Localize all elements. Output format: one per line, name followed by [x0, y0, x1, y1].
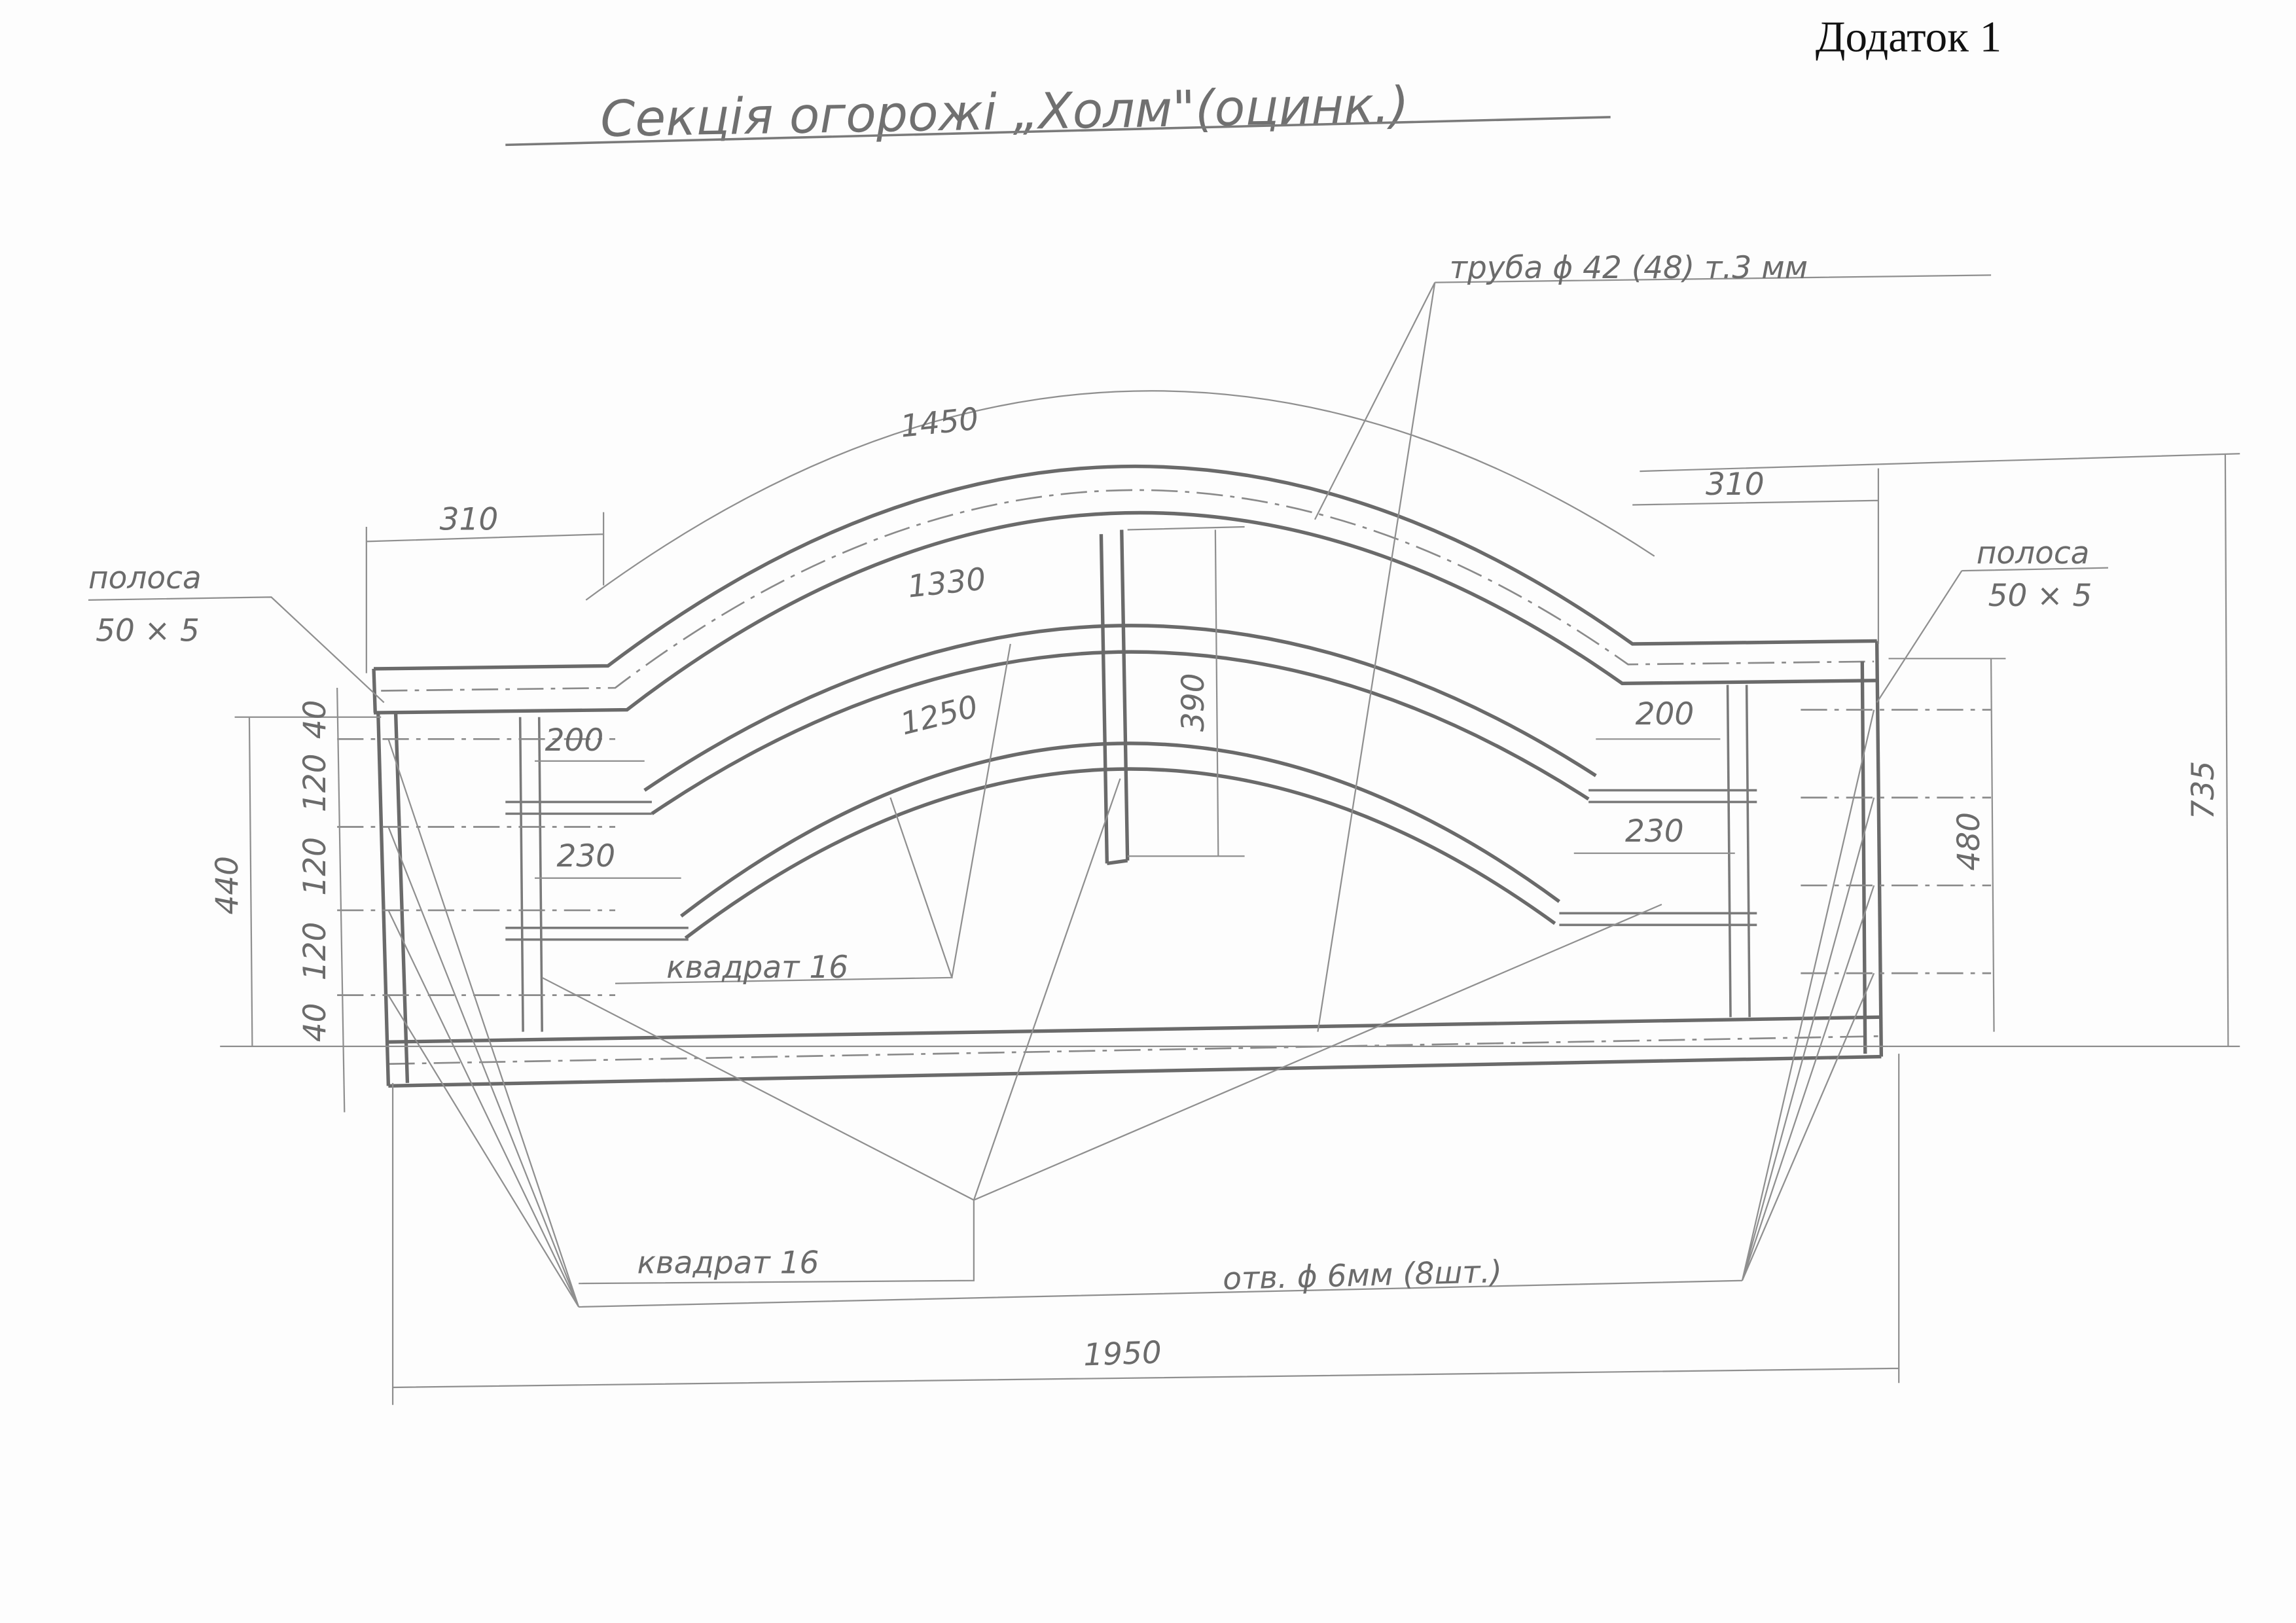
dim-arc-1450: 1450: [899, 401, 980, 445]
appendix-label: Додаток 1: [1816, 12, 2001, 61]
arch-bar-inner: [505, 741, 1757, 941]
dim-top-left-310: 310: [440, 502, 499, 538]
dim-center-390: 390: [1175, 673, 1211, 732]
square-upper-label: квадрат 16: [666, 950, 848, 986]
dim-left-230: 230: [557, 838, 616, 874]
arch-bar-middle: [505, 624, 1757, 815]
dimension-lines: [220, 390, 2240, 1405]
dim-480: 480: [1951, 812, 1987, 871]
dim-arc-1250: 1250: [897, 688, 981, 742]
dim-spacing-3: 120: [297, 922, 333, 981]
hole-centerlines: [337, 709, 1992, 996]
bottom-pipe: [388, 1015, 1882, 1088]
dim-right-230: 230: [1625, 813, 1684, 849]
dim-spacing-2: 120: [297, 837, 333, 896]
dim-total-735: 735: [2185, 761, 2221, 820]
posts: [372, 529, 1884, 1086]
strip-left-size: 50 × 5: [96, 613, 200, 649]
top-pipe: [373, 464, 1877, 715]
strip-left-label: полоса: [88, 560, 202, 596]
dim-right-200: 200: [1636, 696, 1695, 732]
dim-spacing-1: 120: [297, 753, 333, 812]
dim-spacing-top: 40: [297, 700, 333, 740]
pipe-label: труба ϕ 42 (48) т.3 мм: [1450, 250, 1808, 286]
strip-right-label: полоса: [1977, 535, 2090, 571]
dim-arc-1330: 1330: [906, 561, 988, 605]
dim-left-200: 200: [545, 722, 604, 758]
leader-lines: [88, 274, 2109, 1308]
dim-spacing-bottom: 40: [297, 1003, 333, 1042]
dim-top-right-310: 310: [1706, 467, 1765, 503]
holes-label: отв. ϕ 6мм (8шт.): [1222, 1254, 1502, 1297]
square-lower-label: квадрат 16: [637, 1245, 819, 1281]
title-underline: [505, 116, 1611, 147]
dim-total-1950: 1950: [1083, 1334, 1162, 1373]
strip-right-size: 50 × 5: [1988, 578, 2092, 614]
dim-440: 440: [209, 856, 245, 915]
drawing-title: Секція огорожі „Холм"(оцинк.): [600, 76, 1410, 149]
